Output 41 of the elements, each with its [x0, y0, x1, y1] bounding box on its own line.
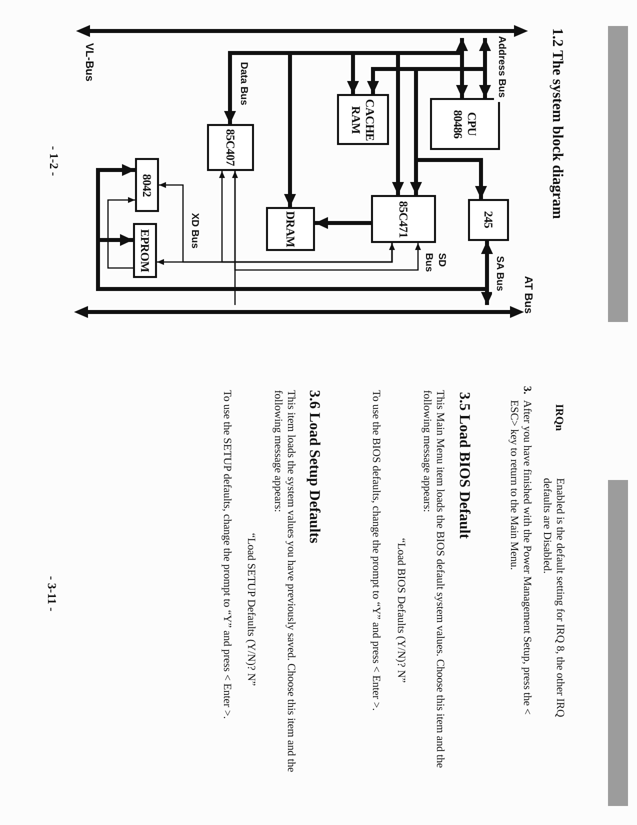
chip-box: [337, 94, 389, 145]
page-number: - 1-2 -: [46, 146, 61, 178]
bus-arrow: [315, 217, 371, 229]
text-paragraph: “Load SETUP Defaults (Y/N)? N”: [244, 533, 257, 688]
text-paragraph: Enabled is the default setting for IRQ 8, the other IRQ defaults are Disabled.: [540, 478, 566, 720]
bus-arrow: [76, 24, 528, 38]
text-paragraph: This item loads the system values you have previously saved. Choose this item and the following message appears:: [271, 390, 297, 774]
signal-arrow: [107, 197, 135, 269]
text-paragraph: To use the SETUP defaults, change the prompt to “Y” and press < Enter >.: [220, 390, 233, 721]
chip-label: 85C471: [396, 200, 410, 238]
chip-box: [371, 195, 436, 243]
text-paragraph: To use the BIOS defaults, change the prompt to “Y” and press < Enter >.: [369, 390, 382, 713]
bus-label: VL-Bus: [82, 43, 96, 84]
signal-arrow: [232, 171, 421, 271]
text-paragraph: After you have finished with the Power Management Setup, press the < ESC> key to return to the Main Menu.: [507, 400, 533, 717]
chip-label: CACHE RAM: [349, 98, 377, 142]
text-paragraph: “Load BIOS Defaults (Y/N)? N”: [394, 538, 407, 685]
chip-label: 8042: [140, 174, 154, 196]
text-paragraph: IRQn: [552, 404, 566, 433]
chip-box: [207, 124, 254, 171]
chip-label: DRAM: [284, 210, 298, 248]
section-heading: 3.6 Load Setup Defaults: [305, 390, 323, 546]
chip-box: [133, 223, 157, 278]
chip-label: 245: [482, 211, 496, 229]
chip-box: [430, 98, 500, 150]
signal-arrow: [157, 243, 395, 265]
chip-label: CPU 80486: [451, 108, 479, 140]
text-paragraph: 3.: [520, 386, 534, 396]
chip-box: [135, 158, 159, 212]
section-title: 1.2 The system block diagram: [548, 28, 566, 221]
chip-box: [266, 207, 315, 251]
text-paragraph: This Main Menu item loads the BIOS default system values. Choose this item and the following message appears:: [420, 390, 446, 770]
chip-label: EPROM: [138, 228, 152, 272]
signal-arrow: [159, 182, 393, 263]
bus-arrow: [74, 305, 524, 319]
chip-box: [468, 199, 509, 241]
bus-label: AT Bus: [521, 276, 535, 316]
chip-label: 85C407: [224, 129, 238, 166]
page-number: - 3-11 -: [44, 576, 59, 614]
section-heading: 3.5 Load BIOS Default: [455, 392, 473, 541]
edge-label: Address Bus: [494, 36, 508, 102]
